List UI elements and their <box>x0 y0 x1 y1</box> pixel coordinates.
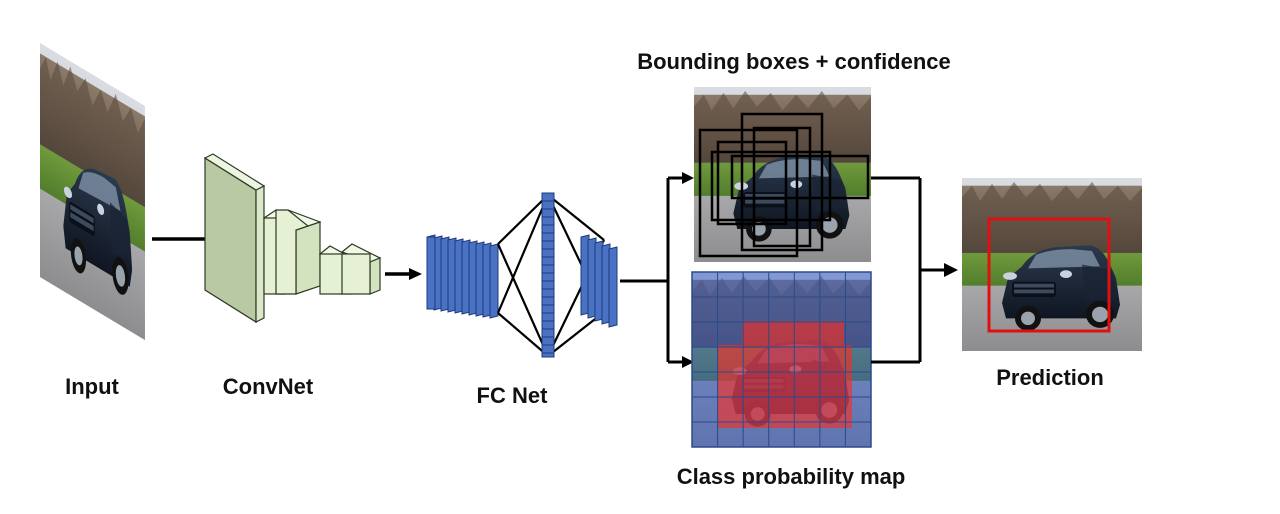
arrow-to-prediction <box>944 263 958 277</box>
fc-net-block <box>426 192 618 358</box>
label-class-probability-map: Class probability map <box>676 464 906 489</box>
class-probability-image <box>691 271 872 448</box>
connector-fc-to-outputs <box>620 176 684 364</box>
label-input: Input <box>65 374 119 399</box>
bbox-image <box>694 87 871 262</box>
label-prediction: Prediction <box>996 365 1104 390</box>
fc-slab-left <box>489 243 499 319</box>
label-convnet: ConvNet <box>222 374 314 399</box>
fc-column <box>541 192 555 358</box>
label-fcnet: FC Net <box>476 383 548 408</box>
arrow-to-bboxes <box>682 172 694 184</box>
connector-outputs-to-prediction <box>871 176 946 364</box>
arrow-convnet-to-fcnet <box>385 268 422 280</box>
label-bounding-boxes: Bounding boxes + confidence <box>637 49 951 74</box>
prediction-image <box>962 178 1142 351</box>
fc-slab-right <box>608 246 618 328</box>
input-image <box>40 43 145 340</box>
arrow-to-classmap <box>682 356 694 368</box>
prediction-box <box>987 217 1111 333</box>
convnet-block <box>203 153 382 324</box>
bounding-boxes <box>698 112 870 258</box>
fc-slab-front <box>426 236 436 310</box>
